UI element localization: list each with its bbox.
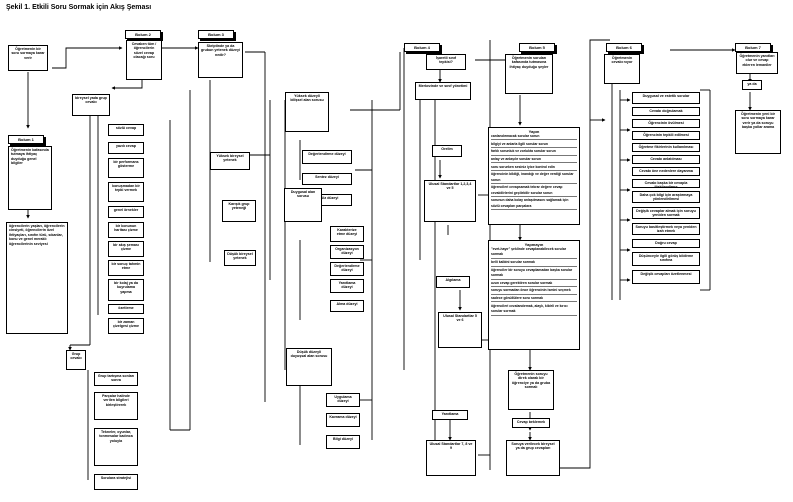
s2-ind-item-10: özetleme — [108, 304, 144, 314]
s2-question-box: Cevaben tüm / öğrencilerin sözel cevap o… — [126, 40, 162, 80]
s7-new-question-box: Öğretmenin yeni bir soru sormaya karar v… — [735, 110, 781, 154]
s6-item-10: Değişik cevaplar almak için soruyu yenid… — [632, 207, 700, 219]
s2-ind-item-5: genel örnekler — [108, 206, 144, 218]
s5-answers-box: Soruya verilecek bireysel ya da grup cev… — [506, 440, 560, 476]
s6-item-6: Cevabı anlatılması — [632, 155, 700, 164]
s5-dont-item-5: soruyu sormadan önce öğrencinin ismini s… — [491, 288, 577, 295]
s3-question-box: Skriptinde ya da grubun yetenek düzeyi n… — [198, 42, 243, 78]
s3-low-item-1: Uygulama düzeyi — [326, 393, 360, 407]
s6-item-8: Cevabı başka bir cevapla ilişkilendirme — [632, 179, 700, 188]
s6-item-5: Öğretme fikirlerinin kullanılması — [632, 143, 700, 152]
s5-do-item-5: soru sorurken sesiniz iyice kontrol edin — [491, 165, 577, 171]
s1-detail-box: öğrencilerin yaşları, öğrencilerin cinsi… — [6, 222, 68, 334]
s5-main-box: Öğretmenin soruları kafasında tutmasına … — [505, 54, 553, 94]
s6-item-4: Öğrencinin tepkili edilmesi — [632, 131, 700, 140]
s6-item-14: Değişik cevapları özetlenmesi — [632, 270, 700, 284]
s5-do-item-1: canlandırmacak sorular sorun — [491, 134, 577, 141]
s4-answer-box: Yanıtlama — [432, 410, 468, 420]
s2-ind-item-9: bir kolaj ya da kuyrulama yapma — [108, 279, 144, 301]
step-4-header: Bolum 4 — [404, 43, 440, 52]
step-2-header: Bolum 2 — [125, 30, 161, 39]
s5-do-item-2: bilgiyi ve anlarla ilgili sorular sorun — [491, 142, 577, 149]
s5-do-box: Yapın canlandırmacak sorular sorun bilgi… — [488, 127, 580, 225]
s6-item-9: Daha çok bilgi için araştırmaya yönlendi… — [632, 191, 700, 203]
s3-mid-item-2: Organizasyon düzeyi — [330, 245, 364, 259]
s2-grp-item-3: Tekneler, oyunlar, tonmesalar kadınca yo… — [94, 428, 138, 466]
s4-apply-std-box: Ulusal Standartlar 5 ve 6 — [438, 312, 482, 348]
s3-mid-level-box: Duygusal alan sorusu — [284, 188, 322, 222]
s3-mid-item-5: Alma düzeyi — [330, 300, 364, 312]
s5-dont-item-2: belli kalbini sorular sormak — [491, 260, 577, 267]
s2-grp-item-2: Parçalar halinde verilen bilgileri birle… — [94, 392, 138, 420]
s2-ind-item-7: bir akış şeması çizme — [108, 241, 144, 257]
s3-low-item-3: Bilgi düzeyi — [326, 435, 360, 449]
s3-high-item-1: Değerlendirme düzeyi — [302, 150, 352, 164]
s2-ind-item-2: yazılı cevap — [108, 142, 144, 154]
s2-grp-item-4: Sorulara stratejisi — [94, 474, 138, 490]
s1-main-box: Öğretmenin kafasında tutmaya ihtiyaç duy… — [8, 146, 52, 210]
s3-high-item-2: Sentez düzeyi — [302, 173, 352, 185]
s2-ind-item-8: bir sonuç tahmin etme — [108, 260, 144, 276]
s6-item-11: Soruyu basitleştirmek veya yeniden izah … — [632, 223, 700, 235]
s3-low-box: Düşük bireysel yetenek — [224, 250, 256, 266]
step-7-header: Bolum 7 — [735, 43, 771, 52]
s6-item-7: Cevabı öne nedenlere dayanma — [632, 167, 700, 176]
s5-direct-box: Öğretmenin soruyu direk olarak bir öğren… — [508, 370, 554, 410]
s5-dont-item-6: sadece gönüllülere soru sormak — [491, 296, 577, 303]
s5-dont-item-3: öğrenciler bir soruyu cevaplamadan başka… — [491, 268, 577, 280]
step-3-header: Bolum 3 — [198, 30, 234, 39]
s2-ind-item-4: konuşmadan bir tepki vermek — [108, 182, 144, 202]
s4-middle-std-box: Ulusal Standartlar 1,2,3,4 ve 5 — [424, 180, 476, 222]
s5-do-item-8: sorunun daha kolay anlaşılmasını sağlama… — [491, 198, 577, 211]
s6-main-box: Öğretmenin cevabı nıyor — [604, 54, 640, 84]
s3-low-level-box: Düşük düzeyli duyuşsal alan sorusu — [286, 348, 332, 386]
s5-dont-item-4: uzun cevap gerektiren sorular sormak — [491, 281, 577, 288]
s3-high-box: Yüksek bireysel yetenek — [210, 152, 250, 170]
figure-title: Şekil 1. Etkili Soru Sormak için Akış Şe… — [6, 4, 152, 11]
s5-dont-item-7: öğrencileri cezalandırmak, alaylı, kibir… — [491, 304, 577, 316]
s5-do-item-4: anlay ve anlaşılır sorular sorun — [491, 157, 577, 164]
s2-ind-item-11: bir zaman çizelgesi çizme — [108, 318, 144, 334]
s5-dont-box: Yapmayın "evet-hayır" şeklinde cevaplana… — [488, 240, 580, 350]
s2-ind-item-1: sözlü cevap — [108, 124, 144, 136]
s5-dont-item-1: "evet-hayır" şeklinde cevaplanabilecek s… — [491, 247, 577, 259]
s2-group-box: Grup cevabı — [66, 350, 86, 370]
s2-grp-item-1: Grup tartışma sonları sonra — [94, 372, 138, 386]
s5-do-item-6: öğrencinin bildiği, inandığı ve değer ve… — [491, 172, 577, 184]
s3-high-level-box: Yüksek düzeyli bilişsel alan sorusu — [285, 92, 329, 132]
s2-ind-item-6: bir konunun haritası çizme — [108, 222, 144, 238]
s6-item-12: Doğru cevap — [632, 239, 700, 248]
s3-mid-item-4: Yanıtlama düzeyi — [330, 279, 364, 293]
s2-ind-item-3: bir performans gösterme — [108, 158, 144, 178]
s6-item-1: Duygusal ve estetik sorular — [632, 92, 700, 104]
s4-apply-box: Algılama — [436, 276, 470, 288]
s6-item-2: Cevabı doğrulamak — [632, 107, 700, 116]
s2-individual-box: bireysel yada grup cevabı — [72, 94, 110, 116]
s5-wait-box: Cevap beklemek — [512, 418, 550, 428]
s5-do-item-3: farklı sorunluk ve zorlukta sorular soru… — [491, 149, 577, 156]
step-5-header: Bolum 5 — [519, 43, 555, 52]
step-1-header: Bolum 1 — [8, 135, 44, 144]
s5-do-item-7: öğrencileri cevapsamak tekrar değere cev… — [491, 185, 577, 198]
s3-low-item-2: Kavrama düzeyi — [326, 413, 360, 427]
s3-mid-item-1: Karakterize etme düzeyi — [330, 226, 364, 242]
s5-dont-title: Yapmayın — [524, 242, 544, 247]
s1-start-box: Öğretmenin bir soru sormaya karar verir — [8, 45, 48, 71]
s3-mid-item-3: Değerlendirme düzeyi — [330, 262, 364, 276]
s5-do-title: Yapın — [528, 129, 540, 134]
step-6-header: Bolum 6 — [606, 43, 642, 52]
s6-item-13: Düşünceyle ilgili görüş bildirme sınıfın… — [632, 252, 700, 266]
s6-item-3: Öğrencinin övülmesi — [632, 119, 700, 128]
s7-main-box: Öğretmenin yanıtları olur ve cevap ekler… — [736, 52, 778, 74]
s3-mixed-box: Karışık grup yeteneği — [222, 200, 256, 222]
s4-question-box: İşaretli sınıf tepkisi? — [426, 54, 466, 70]
s4-grade-box: Merkezinde ve sınıf yönetimi — [415, 82, 471, 100]
s4-middle-box: Orelim — [432, 145, 462, 157]
s4-answer-std-box: Ulusal Standartlar 7, 8 ve 9 — [426, 440, 476, 476]
s7-or-label: ya da — [742, 80, 762, 90]
